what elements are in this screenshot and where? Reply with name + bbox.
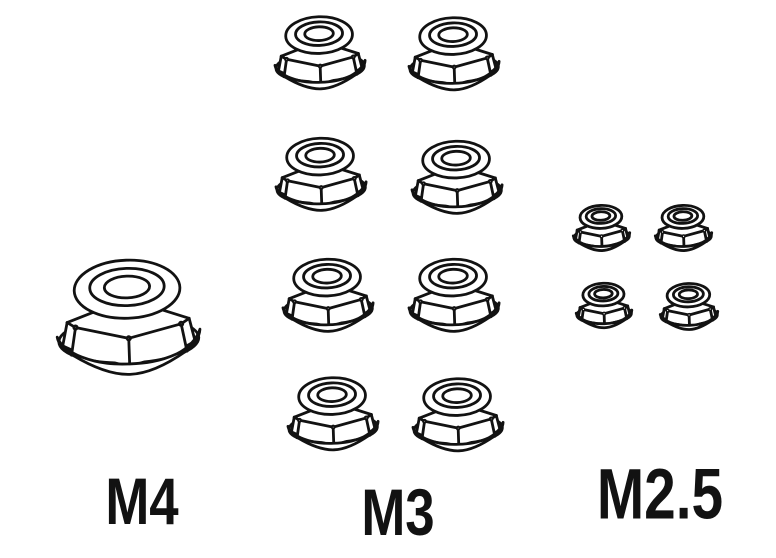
nut-m3 xyxy=(285,374,381,453)
label-m4: M4 xyxy=(105,464,179,538)
nut-m25 xyxy=(574,281,634,330)
nut-m4 xyxy=(54,249,203,383)
nut-m3 xyxy=(406,14,502,93)
nut-m25 xyxy=(571,203,632,253)
nut-m3 xyxy=(406,256,502,335)
label-m3: M3 xyxy=(361,475,435,549)
nut-m3 xyxy=(280,256,376,335)
label-m25: M2.5 xyxy=(596,455,724,535)
nut-m25 xyxy=(653,203,714,253)
nut-m3 xyxy=(409,138,505,217)
nut-m25 xyxy=(658,281,720,332)
nut-m3 xyxy=(272,13,368,92)
nut-m3 xyxy=(273,135,369,214)
nut-m3 xyxy=(410,375,506,454)
